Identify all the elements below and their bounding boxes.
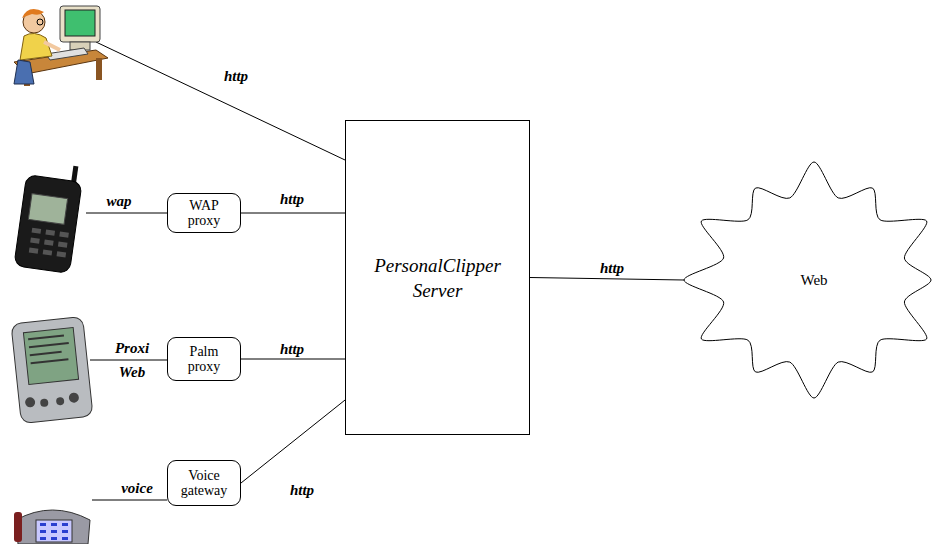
mobile-phone-icon-part <box>14 175 82 274</box>
mobile-phone-icon <box>14 166 82 274</box>
palm-handheld-icon-part-part <box>68 392 79 403</box>
palm-handheld-icon-part-part <box>40 398 49 407</box>
mobile-phone-icon-part-part <box>43 249 53 255</box>
palm-handheld-icon-part-part <box>56 397 65 406</box>
telephone-icon-part <box>40 523 68 540</box>
proxy-box: WAP proxy <box>167 193 241 233</box>
protocol-label: voice <box>119 480 155 497</box>
telephone-icon-part <box>16 510 90 544</box>
device-wire-part <box>92 500 167 501</box>
gateway-box: Voice gateway <box>167 460 241 506</box>
connector-line <box>241 400 345 483</box>
palm-handheld-icon-part-part <box>31 358 69 364</box>
node-text: WAP proxy <box>188 198 221 228</box>
connector-line <box>241 213 345 214</box>
node-text: Voice gateway <box>181 468 228 498</box>
telephone-icon-part-part <box>62 530 68 533</box>
palm-handheld-icon-part <box>25 392 80 409</box>
server-box: PersonalClipper Server <box>345 120 530 435</box>
node-text: PersonalClipper Server <box>374 253 501 303</box>
node-text: Palm proxy <box>188 344 221 374</box>
telephone-icon-part-part <box>51 537 57 540</box>
proxy-box: Palm proxy <box>167 337 241 381</box>
connector-line <box>530 278 684 281</box>
device-wire <box>86 42 345 500</box>
palm-handheld-icon-part <box>23 328 78 385</box>
desktop-user-icon-part <box>46 48 88 60</box>
desktop-user-icon-part <box>44 42 60 50</box>
edge-label: http <box>288 482 316 499</box>
telephone-icon-part <box>36 520 72 542</box>
desktop-user-icon-part <box>65 10 95 36</box>
palm-handheld-icon-part-part <box>28 335 64 341</box>
desktop-user-icon-part <box>22 9 44 18</box>
connector-line <box>241 359 345 360</box>
telephone-icon <box>14 510 90 544</box>
device-wire-part <box>90 360 167 361</box>
web-cloud: Web <box>680 135 948 425</box>
telephone-icon-part-part <box>40 537 46 540</box>
palm-handheld-icon-part <box>28 334 70 364</box>
protocol-label: http <box>222 68 250 85</box>
node-text: Web <box>800 272 827 289</box>
edge-label: http <box>598 260 626 277</box>
mobile-phone-icon-part-part <box>58 241 68 247</box>
mobile-phone-icon-part-part <box>57 251 67 257</box>
telephone-icon-part-part <box>40 523 46 526</box>
edge-label: http <box>278 341 306 358</box>
telephone-icon-part-part <box>51 530 57 533</box>
device-wire-part <box>86 213 167 214</box>
palm-handheld-icon-part-part <box>29 342 69 348</box>
cloud-shape <box>684 162 931 398</box>
protocol-label: Proxi Web <box>113 336 151 384</box>
palm-handheld-icon-part-part <box>25 397 36 408</box>
mobile-phone-icon-part-part <box>59 232 69 238</box>
desktop-user-icon-part <box>96 58 102 80</box>
edge-label: http <box>278 191 306 208</box>
telephone-icon-part-part <box>62 537 68 540</box>
mobile-phone-icon-part-part <box>32 228 42 234</box>
telephone-icon-part <box>14 512 22 542</box>
desktop-user-icon-part <box>37 19 43 25</box>
telephone-icon-part-part <box>62 523 68 526</box>
mobile-phone-icon-part <box>29 228 69 258</box>
telephone-icon-part-part <box>40 530 46 533</box>
palm-handheld-icon-part-part <box>30 351 62 356</box>
palm-handheld-icon-part <box>11 317 93 424</box>
device-wire-part <box>96 42 345 160</box>
desktop-user-icon-part <box>14 60 34 84</box>
palm-handheld-icon <box>11 317 93 424</box>
mobile-phone-icon-part-part <box>44 239 54 245</box>
mobile-phone-icon-part-part <box>30 238 40 244</box>
desktop-user-icon-part <box>20 33 52 60</box>
mobile-phone-icon-part-part <box>29 247 39 253</box>
protocol-label: wap <box>104 193 133 210</box>
mobile-phone-icon-part-part <box>45 230 55 236</box>
mobile-phone-icon-part <box>28 194 67 225</box>
telephone-icon-part-part <box>51 523 57 526</box>
desktop-user-icon-part <box>60 6 100 42</box>
desktop-user-icon <box>14 6 108 86</box>
